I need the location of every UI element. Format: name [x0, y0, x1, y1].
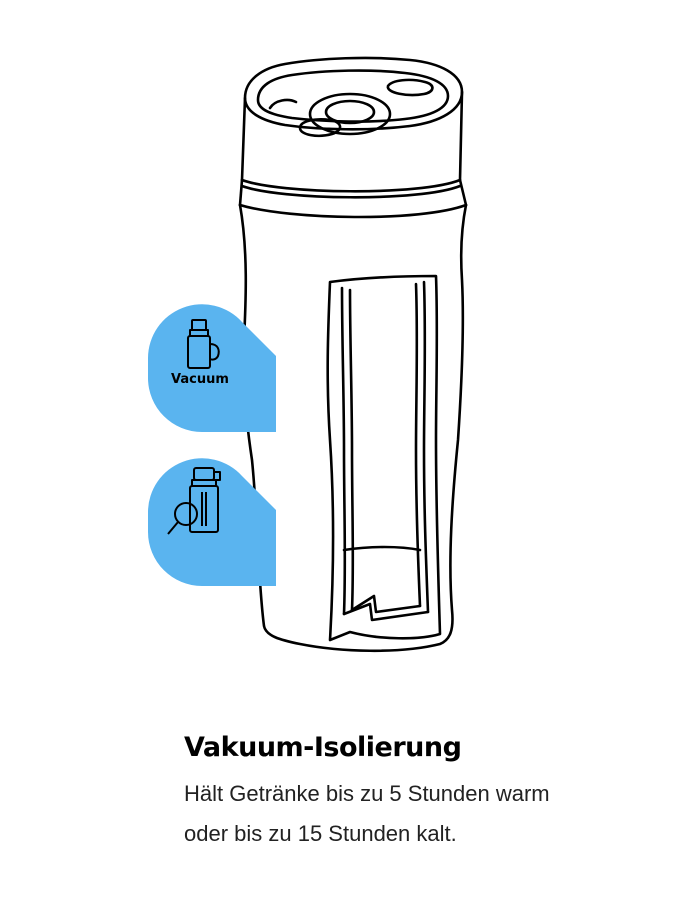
badge-shape [148, 458, 276, 586]
cutaway-window [326, 274, 442, 642]
feature-title: Vakuum-Isolierung [184, 732, 462, 763]
badge-shape [148, 304, 276, 432]
insulation-badge [148, 458, 276, 586]
thermos-magnifier-icon [167, 467, 221, 535]
feature-description: Hält Getränke bis zu 5 Stunden warm oder… [184, 774, 664, 854]
vacuum-label: Vacuum [171, 372, 229, 387]
travel-mug-illustration [238, 56, 468, 653]
description-line: Hält Getränke bis zu 5 Stunden warm [184, 781, 550, 806]
lid-button [308, 92, 392, 136]
thermos-mug-icon [187, 319, 220, 369]
lid-recess [256, 69, 450, 123]
feature-text: Vakuum-Isolierung Hält Getränke bis zu 5… [184, 728, 664, 854]
vacuum-badge: Vacuum [148, 304, 276, 432]
description-line: oder bis zu 15 Stunden kalt. [184, 821, 457, 846]
